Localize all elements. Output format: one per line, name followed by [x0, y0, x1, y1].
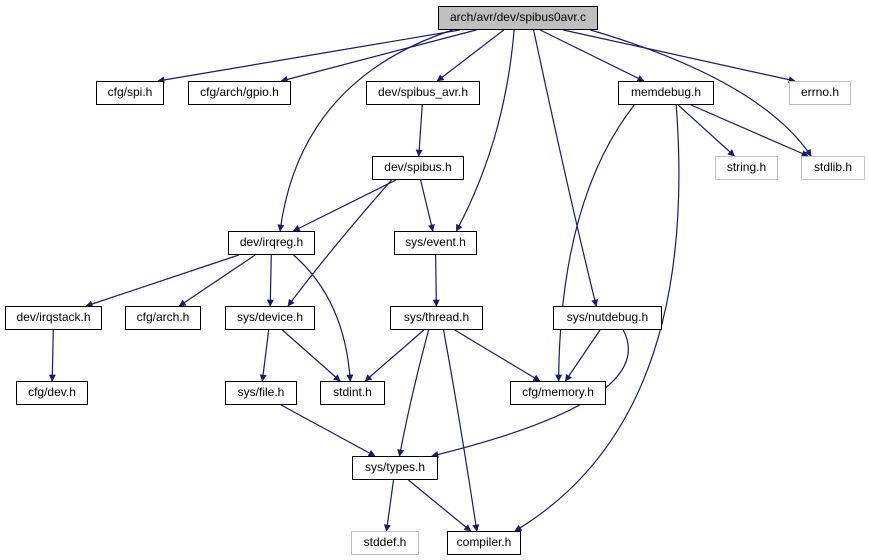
edge-irqreg-to-device: [266, 254, 274, 307]
node-arch[interactable]: cfg/arch.h: [125, 306, 201, 330]
node-irqstack[interactable]: dev/irqstack.h: [5, 306, 102, 330]
edge-root-to-spibus_avr: [436, 29, 505, 82]
node-string[interactable]: string.h: [715, 156, 778, 180]
edge-thread-to-stdint: [364, 329, 425, 382]
edge-thread-to-types: [397, 329, 430, 457]
edge-root-to-stdlib: [590, 29, 812, 157]
edge-event-to-thread: [432, 254, 440, 307]
edge-irqstack-to-dev: [48, 329, 56, 382]
edge-device-to-stdint: [281, 329, 341, 382]
edge-types-to-stddef: [383, 479, 395, 532]
edge-memdebug-to-string: [677, 104, 735, 157]
edge-irqreg-to-irqstack: [85, 254, 239, 308]
node-memory[interactable]: cfg/memory.h: [510, 381, 606, 405]
node-spibus[interactable]: dev/spibus.h: [372, 156, 464, 180]
edge-root-to-gpio: [280, 29, 477, 83]
node-spibus-avr[interactable]: dev/spibus_avr.h: [366, 81, 480, 105]
edge-nutdebug-to-memory: [564, 329, 601, 382]
node-types[interactable]: sys/types.h: [352, 456, 438, 480]
edge-root-to-spi: [157, 29, 460, 84]
node-compiler[interactable]: compiler.h: [447, 531, 521, 555]
edge-root-to-memdebug: [539, 29, 645, 82]
node-gpio[interactable]: cfg/arch/gpio.h: [188, 81, 291, 105]
edge-root-to-nutdebug: [533, 29, 599, 307]
edge-thread-to-memory: [454, 329, 541, 382]
node-stddef[interactable]: stddef.h: [351, 531, 419, 555]
edge-root-to-errno: [563, 29, 796, 84]
node-irqreg[interactable]: dev/irqreg.h: [228, 231, 315, 255]
node-root[interactable]: arch/avr/dev/spibus0avr.c: [438, 6, 598, 30]
node-nutdebug[interactable]: sys/nutdebug.h: [553, 306, 662, 330]
node-device[interactable]: sys/device.h: [225, 306, 315, 330]
node-stdint[interactable]: stdint.h: [320, 381, 385, 405]
edge-memdebug-to-compiler: [514, 104, 680, 532]
edge-thread-to-compiler: [442, 329, 480, 532]
edge-spibus-to-device: [287, 179, 393, 307]
edge-root-to-event: [455, 29, 515, 232]
edge-spibus-to-event: [420, 179, 435, 232]
edge-irqreg-to-stdint: [293, 254, 354, 382]
node-errno[interactable]: errno.h: [789, 81, 851, 105]
node-dev[interactable]: cfg/dev.h: [16, 381, 88, 405]
edge-types-to-compiler: [407, 479, 472, 532]
edge-spibus-to-irqreg: [292, 179, 397, 232]
edge-memdebug-to-stdlib: [690, 104, 809, 157]
edge-memdebug-to-memory: [555, 104, 635, 382]
edge-file-to-types: [280, 404, 376, 457]
node-thread[interactable]: sys/thread.h: [390, 306, 483, 330]
node-stdlib[interactable]: stdlib.h: [801, 156, 865, 180]
edge-spibus_avr-to-spibus: [415, 104, 423, 157]
node-file[interactable]: sys/file.h: [225, 381, 297, 405]
node-memdebug[interactable]: memdebug.h: [618, 81, 714, 105]
node-event[interactable]: sys/event.h: [394, 231, 477, 255]
edge-root-to-irqreg: [277, 29, 453, 232]
node-spi[interactable]: cfg/spi.h: [96, 81, 164, 105]
edge-irqreg-to-arch: [178, 254, 256, 307]
edge-device-to-file: [259, 329, 270, 382]
